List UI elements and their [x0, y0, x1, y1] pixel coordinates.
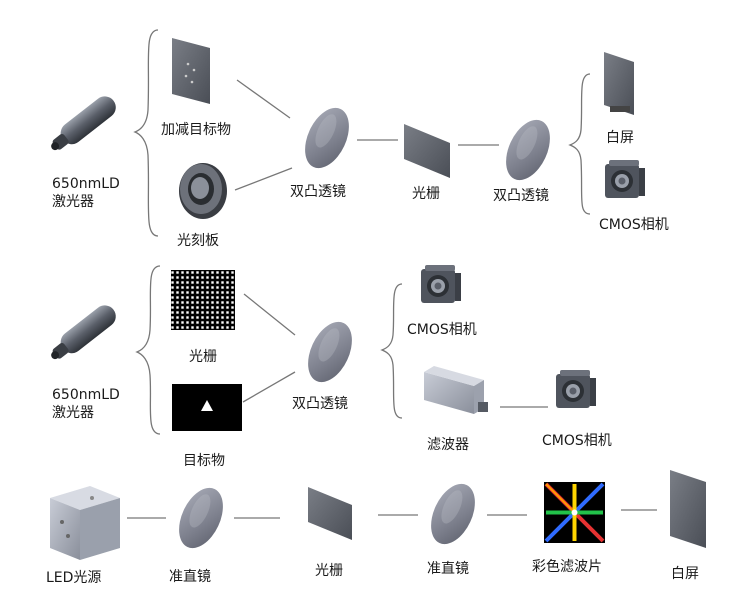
reticle-ring-icon — [179, 163, 227, 219]
row2-camera-top-label: CMOS相机 — [407, 322, 477, 338]
row1-target-label: 加减目标物 — [161, 122, 231, 138]
row1-connectors — [234, 79, 499, 191]
row2-filter-label: 滤波器 — [427, 437, 469, 453]
row1-reticle-label: 光刻板 — [177, 233, 219, 249]
collimator-lens-icon — [422, 476, 484, 552]
row2-lens-label: 双凸透镜 — [292, 396, 348, 412]
row1-screen-label: 白屏 — [606, 130, 634, 146]
row2-target-label: 目标物 — [183, 453, 225, 469]
split-brace — [380, 283, 403, 419]
target-plate-icon — [172, 38, 210, 104]
row3-grating-label: 光栅 — [315, 563, 343, 579]
row3-collimator2-label: 准直镜 — [427, 561, 469, 577]
grating-plate-icon — [404, 124, 450, 178]
cmos-camera-icon — [605, 160, 645, 198]
collimator-lens-icon — [170, 480, 232, 556]
row1-camera-label: CMOS相机 — [599, 217, 669, 233]
row3-connectors — [127, 509, 657, 519]
white-screen-icon — [604, 52, 634, 115]
white-screen-icon — [670, 470, 706, 548]
split-brace — [133, 29, 159, 237]
laser-icon — [45, 300, 121, 367]
row2-camera-right-label: CMOS相机 — [542, 433, 612, 449]
color-filter-icon — [544, 482, 605, 543]
row3-collimator1-label: 准直镜 — [169, 569, 211, 585]
biconvex-lens-icon — [299, 314, 361, 390]
row3-led-label: LED光源 — [46, 570, 102, 586]
laser-icon — [45, 91, 121, 158]
row2-laser-label: 650nmLD激光器 — [52, 387, 120, 421]
dot-grid-target-icon — [171, 270, 235, 330]
row2-connectors — [242, 293, 548, 408]
row3-color-filter-label: 彩色滤波片 — [532, 559, 602, 575]
split-brace — [568, 73, 591, 215]
biconvex-lens-icon — [497, 112, 559, 188]
grating-plate-icon — [308, 487, 352, 540]
row1-lens2-label: 双凸透镜 — [493, 188, 549, 204]
cmos-camera-icon — [556, 370, 596, 408]
biconvex-lens-icon — [296, 100, 358, 176]
led-light-source-icon — [50, 486, 120, 560]
row1-laser-label: 650nmLD激光器 — [52, 176, 120, 210]
split-brace — [135, 265, 161, 435]
row1-lens1-label: 双凸透镜 — [290, 184, 346, 200]
row2-grid-label: 光栅 — [189, 349, 217, 365]
row3-screen-label: 白屏 — [671, 566, 699, 582]
row1-grating-label: 光栅 — [412, 186, 440, 202]
triangle-target-icon — [172, 384, 242, 431]
cmos-camera-icon — [421, 265, 461, 303]
